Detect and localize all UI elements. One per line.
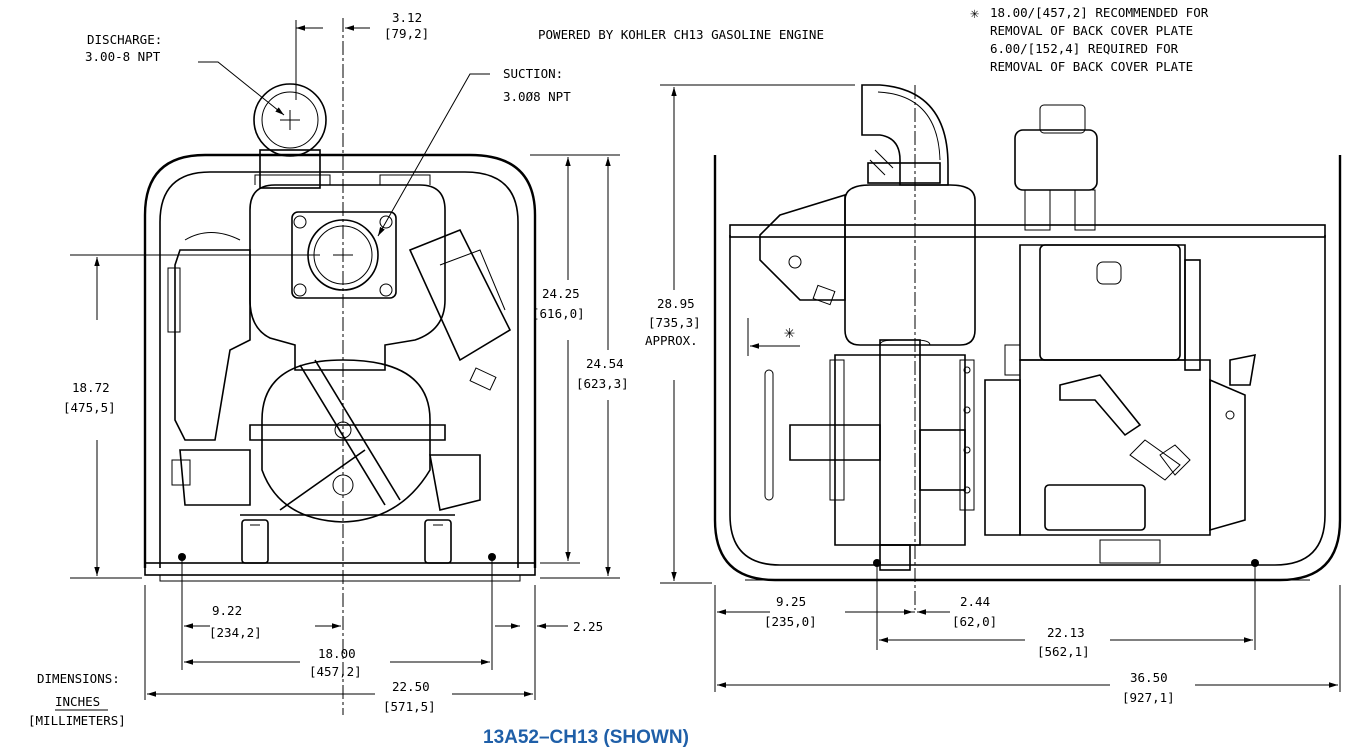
dim-mount-width-in: 18.00 xyxy=(318,646,356,661)
discharge-size: 3.00-8 NPT xyxy=(85,49,161,64)
note-line-1: 18.00/[457,2] RECOMMENDED FOR xyxy=(990,5,1209,20)
front-view: DISCHARGE: 3.00-8 NPT SUCTION: 3.0Ø8 NPT… xyxy=(63,10,629,715)
note-line-2: REMOVAL OF BACK COVER PLATE xyxy=(990,23,1193,38)
dim-frame-height-mm: [616,0] xyxy=(532,306,585,321)
front-pump-body xyxy=(167,174,512,564)
dim-edge-in: 2.25 xyxy=(573,619,603,634)
powered-by-label: POWERED BY KOHLER CH13 GASOLINE ENGINE xyxy=(538,27,824,42)
dim-outlet-height-mm: [475,5] xyxy=(63,400,116,415)
legend-millimeters: [MILLIMETERS] xyxy=(28,713,126,728)
model-caption: 13A52–CH13 (SHOWN) xyxy=(483,727,689,748)
dim-offset-in: 3.12 xyxy=(392,10,422,25)
side-dim-height-note: APPROX. xyxy=(645,333,698,348)
dim-overall-width-in: 22.50 xyxy=(392,679,430,694)
dim-offset-mm: [79,2] xyxy=(384,26,429,41)
suction-label: SUCTION: xyxy=(503,66,563,81)
note-star-icon: ✳ xyxy=(970,4,979,22)
dim-total-height-in: 24.54 xyxy=(586,356,624,371)
note-line-4: REMOVAL OF BACK COVER PLATE xyxy=(990,59,1193,74)
dim-half-width-mm: [234,2] xyxy=(209,625,262,640)
dim-total-height-mm: [623,3] xyxy=(576,376,629,391)
side-engine xyxy=(984,104,1256,564)
side-dim-height-in: 28.95 xyxy=(657,296,695,311)
dim-half-width-in: 9.22 xyxy=(212,603,242,618)
discharge-port xyxy=(253,83,327,189)
dim-outlet-height-in: 18.72 xyxy=(72,380,110,395)
dim-overall-width-mm: [571,5] xyxy=(383,699,436,714)
side-dim-front-mm: [235,0] xyxy=(764,614,817,629)
front-frame xyxy=(143,153,537,582)
side-dim-height-mm: [735,3] xyxy=(648,315,701,330)
note-line-3: 6.00/[152,4] REQUIRED FOR xyxy=(990,41,1179,56)
side-clearance-star: ✳ xyxy=(784,322,795,343)
side-dim-offset-mm: [62,0] xyxy=(952,614,997,629)
side-dim-offset-in: 2.44 xyxy=(960,594,990,609)
side-frame xyxy=(713,155,1342,582)
side-dim-overall-mm: [927,1] xyxy=(1122,690,1175,705)
dim-mount-width-mm: [457,2] xyxy=(309,664,362,679)
suction-size: 3.0Ø8 NPT xyxy=(503,89,571,104)
dim-frame-height-in: 24.25 xyxy=(542,286,580,301)
units-legend: DIMENSIONS: INCHES [MILLIMETERS] xyxy=(28,671,126,728)
legend-title: DIMENSIONS: xyxy=(37,671,120,686)
side-pump-body xyxy=(759,184,976,571)
header-notes: POWERED BY KOHLER CH13 GASOLINE ENGINE ✳… xyxy=(538,4,1209,74)
side-dim-overall-in: 36.50 xyxy=(1130,670,1168,685)
side-view: 28.95 [735,3] APPROX. ✳ 9.25 [235,0] 2.4… xyxy=(645,84,1342,705)
side-discharge-pipe xyxy=(861,84,949,186)
legend-inches: INCHES xyxy=(55,694,100,709)
discharge-label: DISCHARGE: xyxy=(87,32,162,47)
side-dim-mount-mm: [562,1] xyxy=(1037,644,1090,659)
side-dim-front-in: 9.25 xyxy=(776,594,806,609)
side-dim-mount-in: 22.13 xyxy=(1047,625,1085,640)
